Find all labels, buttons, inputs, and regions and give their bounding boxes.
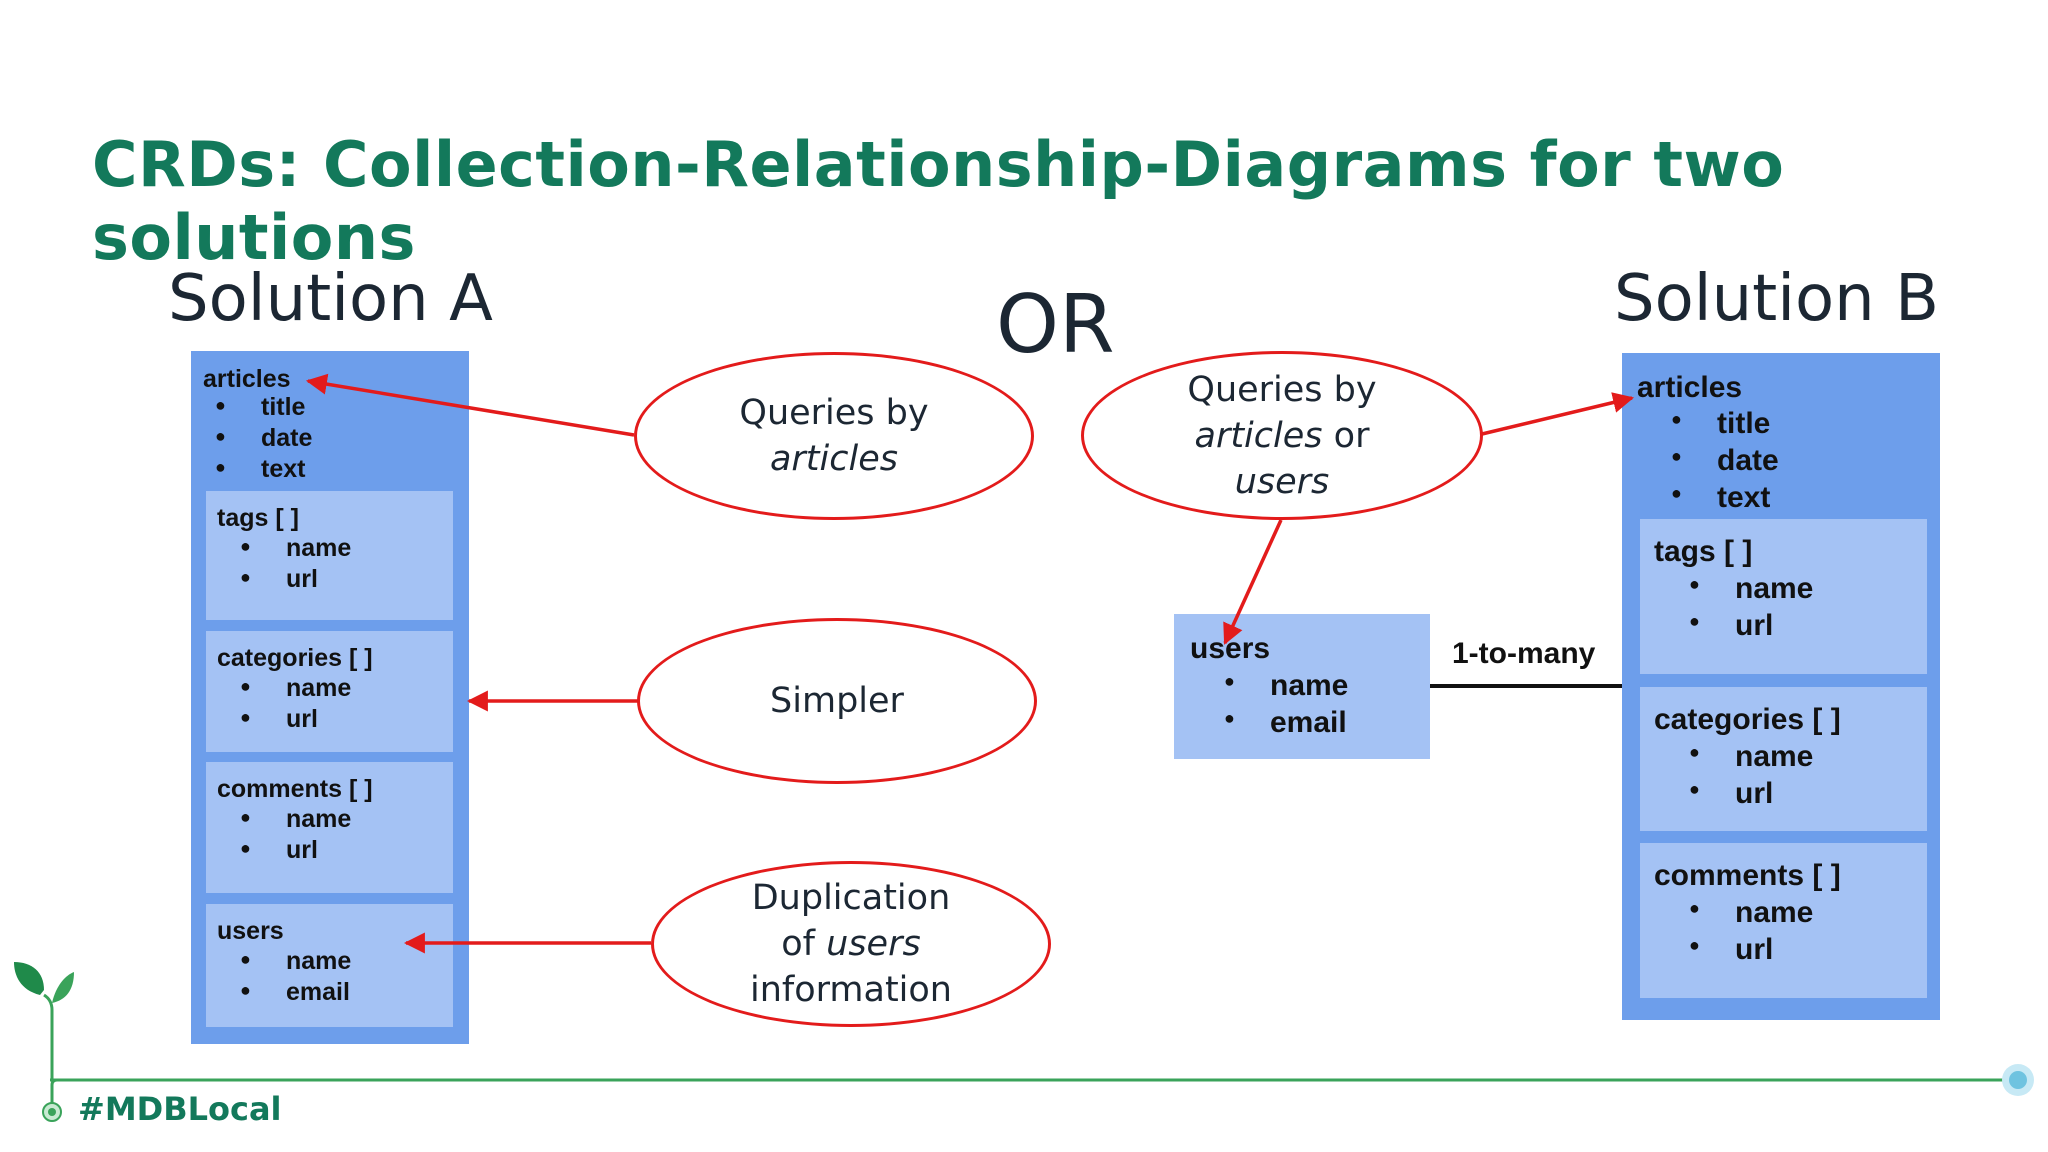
sprout-stem bbox=[50, 1078, 58, 1112]
leaf-icon bbox=[14, 962, 44, 995]
field-item: email bbox=[240, 978, 351, 1009]
field-item: name bbox=[240, 674, 352, 705]
field-item: date bbox=[1671, 444, 1778, 481]
field-item: url bbox=[1689, 609, 1813, 646]
footer-dot-left-inner bbox=[48, 1108, 56, 1116]
field-list: title date text bbox=[1671, 407, 1779, 518]
solution-b-users-collection: users name email bbox=[1174, 614, 1430, 759]
field-list: name url bbox=[240, 805, 352, 867]
callout-simpler: Simpler bbox=[637, 618, 1037, 784]
sprout-stem-top bbox=[43, 993, 54, 1080]
field-list: name url bbox=[240, 534, 352, 596]
embedded-users: users name email bbox=[206, 904, 453, 1027]
collection-name: articles bbox=[1637, 371, 1743, 404]
embedded-name: comments [ ] bbox=[217, 775, 373, 803]
field-item: title bbox=[215, 393, 312, 424]
field-item: name bbox=[240, 947, 352, 978]
field-item: name bbox=[1224, 669, 1349, 706]
field-item: url bbox=[240, 705, 351, 736]
embedded-comments: comments [ ] name url bbox=[1640, 843, 1927, 998]
field-item: name bbox=[1689, 896, 1814, 933]
field-list: name email bbox=[240, 947, 352, 1009]
leaf-icon bbox=[52, 972, 74, 1003]
field-list: title date text bbox=[215, 393, 313, 486]
page-title: CRDs: Collection-Relationship-Diagrams f… bbox=[92, 128, 1785, 274]
solution-b-label: Solution B bbox=[1614, 262, 1939, 336]
embedded-name: comments [ ] bbox=[1654, 859, 1841, 892]
solution-b-articles-collection: articles title date text tags [ ] name u… bbox=[1622, 353, 1940, 1020]
field-list: name url bbox=[1689, 896, 1814, 970]
relationship-label: 1-to-many bbox=[1452, 637, 1596, 670]
embedded-name: tags [ ] bbox=[1654, 535, 1753, 568]
embedded-tags: tags [ ] name url bbox=[1640, 519, 1927, 674]
arrow-queries-b-users bbox=[1223, 519, 1283, 645]
field-list: name url bbox=[1689, 740, 1814, 814]
field-item: name bbox=[240, 534, 352, 565]
footer-hashtag: #MDBLocal bbox=[78, 1090, 282, 1128]
field-list: name url bbox=[1689, 572, 1814, 646]
arrow-queries-b-articles bbox=[1481, 392, 1635, 436]
embedded-name: categories [ ] bbox=[1654, 703, 1841, 736]
field-list: name url bbox=[240, 674, 352, 736]
field-item: url bbox=[1689, 777, 1813, 814]
arrow-queries-a bbox=[305, 373, 635, 437]
embedded-name: users bbox=[217, 917, 284, 945]
field-item: text bbox=[215, 455, 312, 486]
field-item: email bbox=[1224, 706, 1348, 743]
embedded-categories: categories [ ] name url bbox=[206, 631, 453, 752]
field-item: name bbox=[1689, 740, 1814, 777]
field-item: url bbox=[240, 836, 351, 867]
solution-a-label: Solution A bbox=[168, 262, 493, 336]
field-list: name email bbox=[1224, 669, 1349, 743]
field-item: name bbox=[1689, 572, 1814, 609]
or-label: OR bbox=[996, 278, 1115, 371]
embedded-comments: comments [ ] name url bbox=[206, 762, 453, 893]
field-item: text bbox=[1671, 481, 1779, 518]
footer-dot-right-inner bbox=[2009, 1071, 2027, 1089]
embedded-name: tags [ ] bbox=[217, 504, 299, 532]
embedded-tags: tags [ ] name url bbox=[206, 491, 453, 620]
field-item: url bbox=[1689, 933, 1813, 970]
collection-name: articles bbox=[203, 365, 291, 393]
embedded-categories: categories [ ] name url bbox=[1640, 687, 1927, 831]
field-item: date bbox=[215, 424, 313, 455]
embedded-name: categories [ ] bbox=[217, 644, 373, 672]
field-item: name bbox=[240, 805, 352, 836]
field-item: title bbox=[1671, 407, 1779, 444]
solution-a-articles-collection: articles title date text tags [ ] name u… bbox=[191, 351, 469, 1044]
field-item: url bbox=[240, 565, 351, 596]
